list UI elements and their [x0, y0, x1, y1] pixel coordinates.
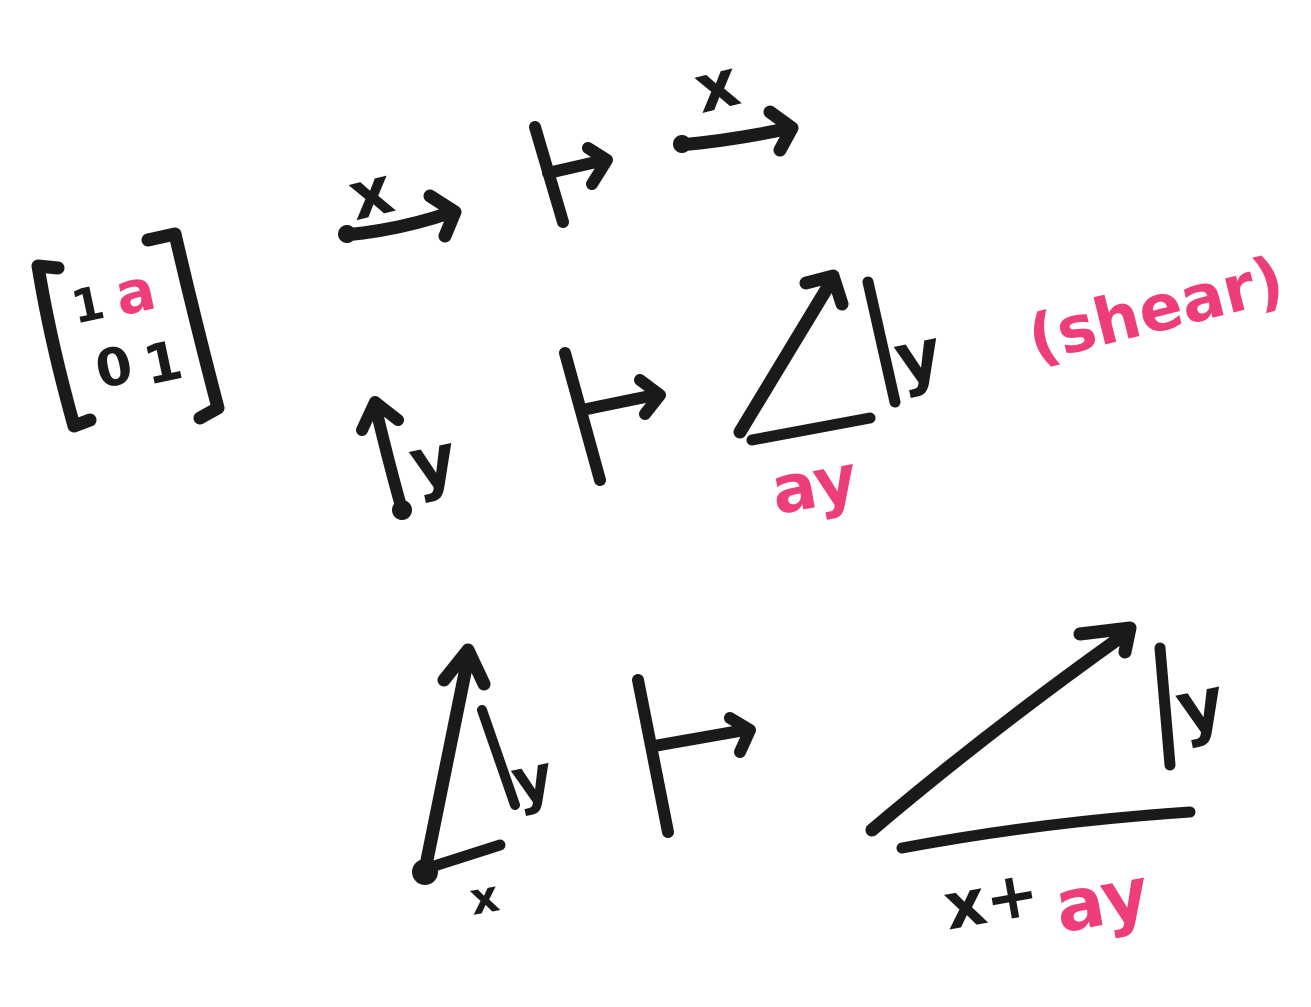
x-vector-label: x: [341, 151, 401, 236]
horizontal-x-plus-ay-leg: [896, 806, 1196, 854]
x-component-label: x: [466, 871, 503, 926]
vertical-y-leg-output: [1154, 642, 1176, 771]
horizontal-output-label-ay: ay: [1049, 850, 1155, 949]
horizontal-ay-leg: [746, 412, 876, 446]
sheared-general-arrow: [865, 621, 1137, 837]
output-general-vector: y x+ ay: [865, 621, 1232, 949]
y-vector-tail-dot: [392, 500, 412, 520]
maps-to-symbol-3: [632, 674, 756, 838]
vertical-y-leg: [862, 276, 901, 408]
input-vector-y: y: [356, 396, 464, 520]
output-sheared-y: y ay: [733, 269, 949, 530]
y-vector-label: y: [402, 417, 464, 507]
mapping-x-row: x x: [338, 44, 799, 243]
maps-to-stroke: [529, 121, 613, 228]
matrix-entry-22: 1: [138, 328, 188, 397]
sheared-image-arrow: [733, 269, 849, 439]
mapping-y-row: y y ay (shear): [356, 243, 1291, 530]
maps-to-stroke: [559, 347, 666, 486]
y-component-leg: [477, 705, 520, 810]
x-component-leg: [422, 839, 506, 874]
x-image-tail-dot: [673, 135, 691, 153]
general-vector-arrow: [418, 643, 491, 877]
matrix-entry-21: 0: [90, 335, 138, 401]
maps-to-stroke: [632, 674, 756, 838]
maps-to-symbol-2: [559, 347, 666, 486]
general-vector-tail-dot: [412, 859, 438, 885]
matrix-entry-11: 1: [67, 275, 110, 334]
horizontal-leg-label-a: ay: [765, 439, 863, 530]
shear-note: (shear): [1021, 243, 1291, 378]
input-vector-x: x: [338, 151, 462, 243]
horizontal-output-label-x: x+: [938, 856, 1044, 945]
y-vector-arrow: [356, 396, 408, 516]
matrix-right-bracket: [141, 227, 225, 425]
x-image-arrow: [673, 105, 799, 157]
matrix-left-bracket: [31, 259, 97, 433]
matrix-entry-12: a: [109, 255, 161, 330]
output-vector-x: x: [673, 44, 799, 157]
x-image-label: x: [687, 44, 747, 129]
mapping-general-row: y x y x+ ay: [412, 621, 1232, 949]
vertical-output-label: y: [1169, 659, 1232, 751]
x-vector-arrow: [338, 189, 462, 243]
input-general-vector: y x: [412, 643, 560, 926]
maps-to-symbol-1: [529, 121, 613, 228]
shear-matrix: 1 a 0 1: [31, 227, 225, 433]
x-vector-tail-dot: [338, 225, 356, 243]
